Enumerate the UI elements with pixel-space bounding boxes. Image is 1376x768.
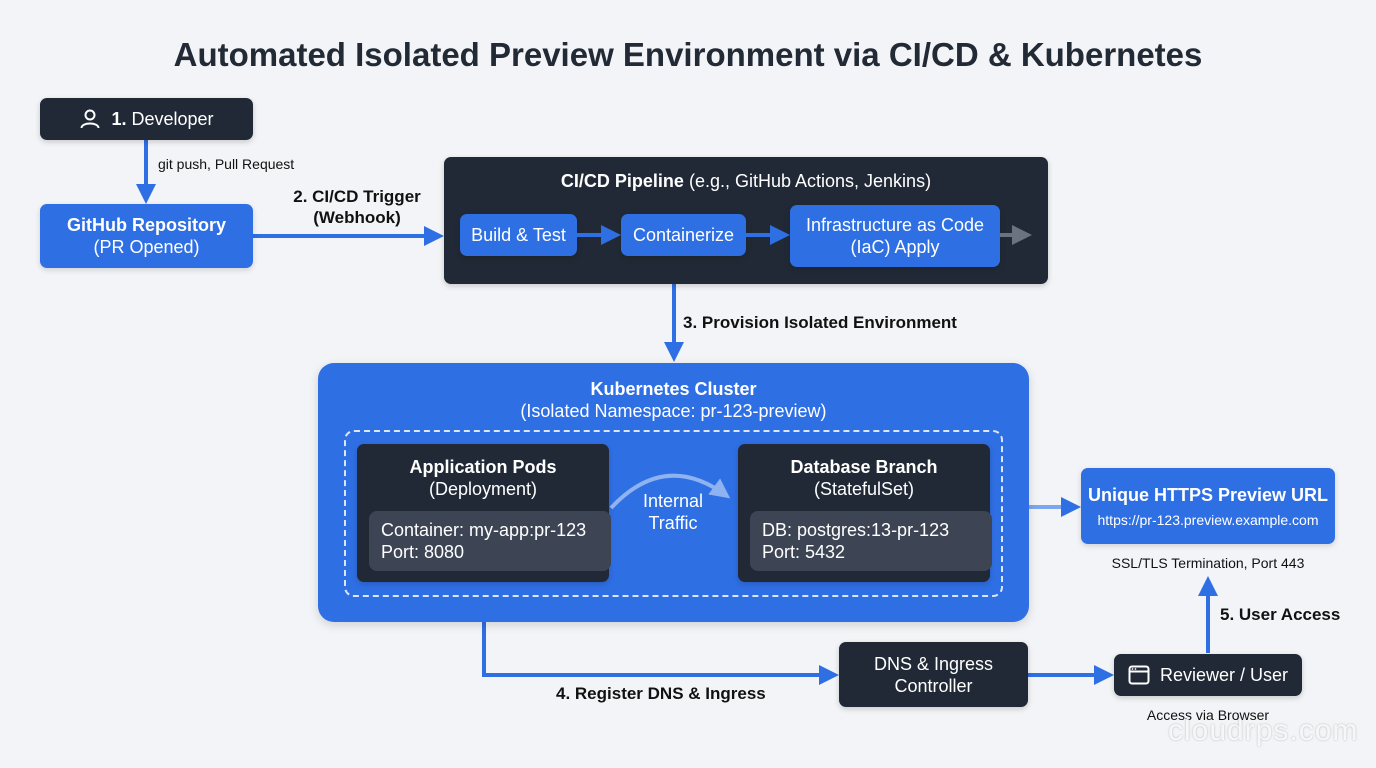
pipeline-step-arrows: [577, 225, 1032, 245]
application-pods-node: Application Pods (Deployment) Container:…: [357, 444, 611, 582]
database-port-line: Port: 5432: [762, 542, 846, 562]
pipeline-title-rest: (e.g., GitHub Actions, Jenkins): [683, 171, 932, 191]
browser-window-icon: [1128, 665, 1150, 685]
cluster-title: Kubernetes Cluster: [590, 379, 757, 399]
github-repository-node: GitHub Repository (PR Opened): [40, 204, 253, 268]
database-branch-node: Database Branch (StatefulSet) DB: postgr…: [738, 444, 992, 582]
preview-url-title: Unique HTTPS Preview URL: [1087, 484, 1329, 505]
dns-line2: Controller: [894, 675, 973, 696]
step-build-test: Build & Test: [460, 214, 577, 256]
watermark: cloudrps.com: [1168, 714, 1359, 747]
kubernetes-cluster-container: Kubernetes Cluster (Isolated Namespace: …: [318, 363, 1029, 622]
database-subtitle: (StatefulSet): [813, 479, 915, 499]
trigger-line2: (Webhook): [313, 208, 401, 227]
edge-label-ci-trigger: 2. CI/CD Trigger (Webhook): [272, 186, 442, 228]
preview-url-node: Unique HTTPS Preview URL https://pr-123.…: [1081, 468, 1335, 544]
trigger-line1: 2. CI/CD Trigger: [293, 187, 421, 206]
app-pods-title: Application Pods: [409, 457, 557, 477]
app-pods-header: Application Pods (Deployment): [357, 456, 609, 500]
step-iac-apply: Infrastructure as Code (IaC) Apply: [790, 205, 1000, 267]
github-title: GitHub Repository: [66, 215, 226, 235]
reviewer-caption: Access via Browser: [1146, 707, 1270, 723]
edge-label-git-push: git push, Pull Request: [158, 156, 295, 172]
internal-traffic-label: Internal Traffic: [619, 490, 727, 534]
database-title: Database Branch: [790, 457, 938, 477]
developer-node: 1. Developer: [40, 98, 253, 140]
edge-label-user-access: 5. User Access: [1220, 605, 1341, 624]
dns-line1: DNS & Ingress: [873, 653, 994, 674]
dns-ingress-node: DNS & Ingress Controller: [839, 642, 1028, 707]
app-port-line: Port: 8080: [381, 542, 465, 562]
reviewer-node: Reviewer / User: [1114, 654, 1302, 696]
database-image-line: DB: postgres:13-pr-123: [762, 520, 950, 540]
pipeline-title-bold: CI/CD Pipeline: [560, 171, 684, 191]
cluster-subtitle: (Isolated Namespace: pr-123-preview): [520, 401, 827, 421]
developer-label: Developer: [131, 108, 214, 129]
pipeline-title: CI/CD Pipeline (e.g., GitHub Actions, Je…: [444, 171, 1048, 192]
reviewer-label: Reviewer / User: [1159, 664, 1289, 685]
internal-traffic-arrow: [609, 473, 731, 510]
preview-url-link: https://pr-123.preview.example.com: [1097, 511, 1319, 528]
step-containerize: Containerize: [621, 214, 746, 256]
app-container-line: Container: my-app:pr-123: [381, 520, 587, 540]
app-container-details: Container: my-app:pr-123 Port: 8080: [369, 511, 611, 571]
traffic-line1: Internal: [642, 491, 704, 511]
preview-url-caption: SSL/TLS Termination, Port 443: [1111, 555, 1305, 571]
app-pods-subtitle: (Deployment): [428, 479, 538, 499]
database-header: Database Branch (StatefulSet): [738, 456, 990, 500]
edge-label-provision: 3. Provision Isolated Environment: [683, 313, 957, 332]
iac-line2: (IaC) Apply: [850, 237, 940, 257]
user-icon: [80, 109, 100, 129]
namespace-boundary: [344, 430, 1003, 597]
cicd-pipeline-container: CI/CD Pipeline (e.g., GitHub Actions, Je…: [444, 157, 1048, 284]
cluster-header: Kubernetes Cluster (Isolated Namespace: …: [318, 378, 1029, 422]
edge-label-register-dns: 4. Register DNS & Ingress: [556, 684, 766, 703]
github-subtitle: (PR Opened): [93, 237, 200, 257]
database-details: DB: postgres:13-pr-123 Port: 5432: [750, 511, 992, 571]
iac-line1: Infrastructure as Code: [805, 215, 985, 235]
developer-step-number: 1.: [111, 108, 127, 129]
diagram-title: Automated Isolated Preview Environment v…: [173, 36, 1203, 73]
traffic-line2: Traffic: [648, 513, 698, 533]
